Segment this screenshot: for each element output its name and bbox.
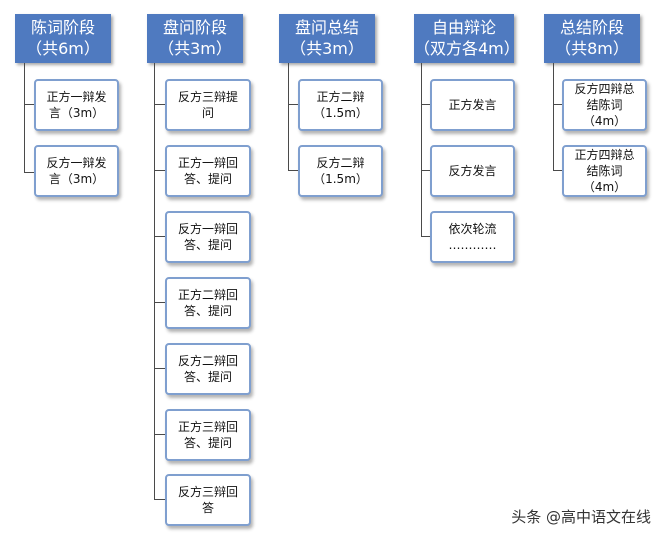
connector bbox=[421, 63, 422, 237]
step-box: 依次轮流 ………… bbox=[430, 211, 515, 263]
connector bbox=[421, 236, 430, 237]
connector bbox=[553, 63, 554, 171]
stage-title: 陈词阶段 bbox=[30, 18, 95, 37]
step-box: 反方四辩总 结陈词（4m） bbox=[562, 79, 647, 131]
stage-duration: （共6m） bbox=[26, 39, 100, 58]
connector bbox=[154, 170, 165, 171]
step-box: 正方二辩 （1.5m） bbox=[298, 79, 383, 131]
connector bbox=[24, 172, 34, 173]
stage-title: 盘问总结 bbox=[294, 18, 359, 37]
stage-header-opening: 陈词阶段 （共6m） bbox=[15, 14, 111, 63]
connector bbox=[553, 104, 562, 105]
step-box: 正方发言 bbox=[430, 79, 515, 131]
stage-header-free-debate: 自由辩论 （双方各4m） bbox=[414, 14, 520, 63]
step-box: 反方三辩回 答 bbox=[165, 474, 251, 526]
stage-header-cross-summary: 盘问总结 （共3m） bbox=[279, 14, 375, 63]
step-box: 正方三辩回 答、提问 bbox=[165, 409, 251, 461]
stage-title: 总结阶段 bbox=[559, 18, 624, 37]
connector bbox=[288, 104, 298, 105]
step-box: 正方四辩总 结陈词（4m） bbox=[562, 145, 647, 197]
connector bbox=[288, 170, 298, 171]
connector bbox=[154, 63, 155, 500]
source-watermark: 头条 @高中语文在线 bbox=[511, 508, 651, 526]
connector bbox=[154, 236, 165, 237]
step-box: 正方一辩发 言（3m） bbox=[34, 79, 119, 131]
connector bbox=[154, 104, 165, 105]
stage-duration: （共8m） bbox=[555, 39, 629, 58]
connector bbox=[24, 63, 25, 173]
connector bbox=[24, 104, 34, 105]
stage-header-closing: 总结阶段 （共8m） bbox=[544, 14, 640, 63]
stage-title: 盘问阶段 bbox=[162, 18, 227, 37]
connector bbox=[553, 170, 562, 171]
step-box: 反方一辩回 答、提问 bbox=[165, 211, 251, 263]
connector bbox=[421, 104, 430, 105]
connector bbox=[154, 368, 165, 369]
stage-header-cross-exam: 盘问阶段 （共3m） bbox=[147, 14, 243, 63]
connector bbox=[154, 302, 165, 303]
step-box: 反方二辩回 答、提问 bbox=[165, 343, 251, 395]
step-box: 反方二辩 （1.5m） bbox=[298, 145, 383, 197]
step-box: 反方发言 bbox=[430, 145, 515, 197]
stage-duration: （共3m） bbox=[158, 39, 232, 58]
connector bbox=[154, 499, 165, 500]
stage-title: 自由辩论 bbox=[431, 18, 496, 37]
step-box: 反方三辩提 问 bbox=[165, 79, 251, 131]
connector bbox=[154, 434, 165, 435]
step-box: 正方二辩回 答、提问 bbox=[165, 277, 251, 329]
connector bbox=[421, 170, 430, 171]
connector bbox=[288, 63, 289, 171]
step-box: 正方一辩回 答、提问 bbox=[165, 145, 251, 197]
step-box: 反方一辩发 言（3m） bbox=[34, 145, 119, 197]
stage-duration: （共3m） bbox=[290, 39, 364, 58]
stage-duration: （双方各4m） bbox=[414, 39, 520, 58]
